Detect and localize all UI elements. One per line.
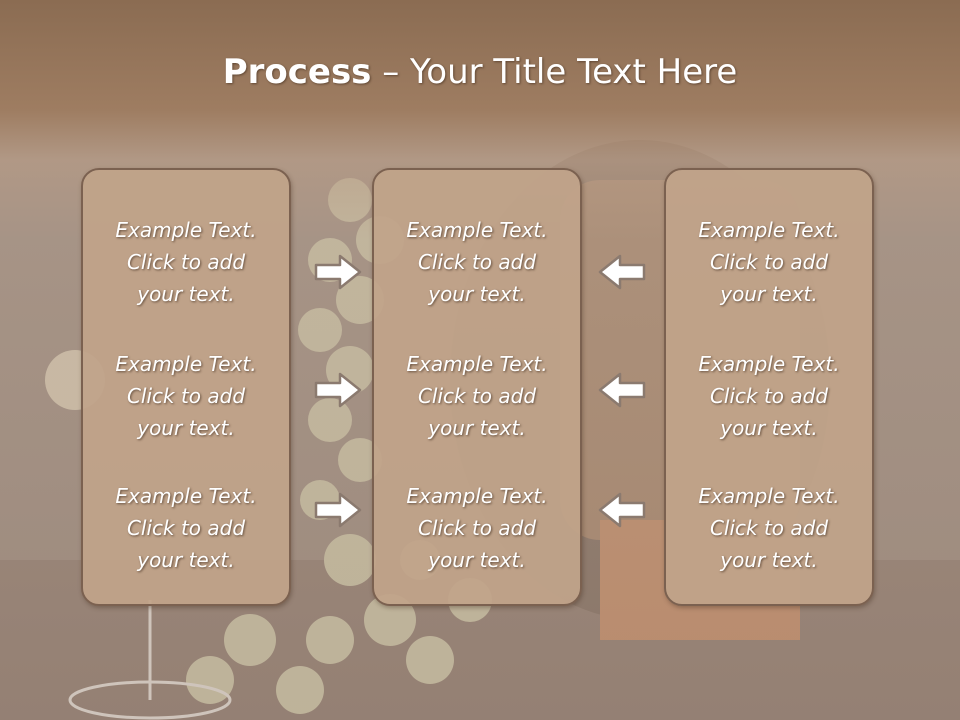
arrow-left-icon xyxy=(598,492,646,528)
title-rest: – Your Title Text Here xyxy=(371,52,738,92)
title-bold: Process xyxy=(222,52,372,92)
slide-title[interactable]: Process – Your Title Text Here xyxy=(0,52,960,92)
arrow-right-icon xyxy=(314,372,362,408)
arrow-right-icon xyxy=(314,492,362,528)
arrow-left-icon xyxy=(598,254,646,290)
arrow-left-icon xyxy=(598,372,646,408)
arrow-right-icon xyxy=(314,254,362,290)
